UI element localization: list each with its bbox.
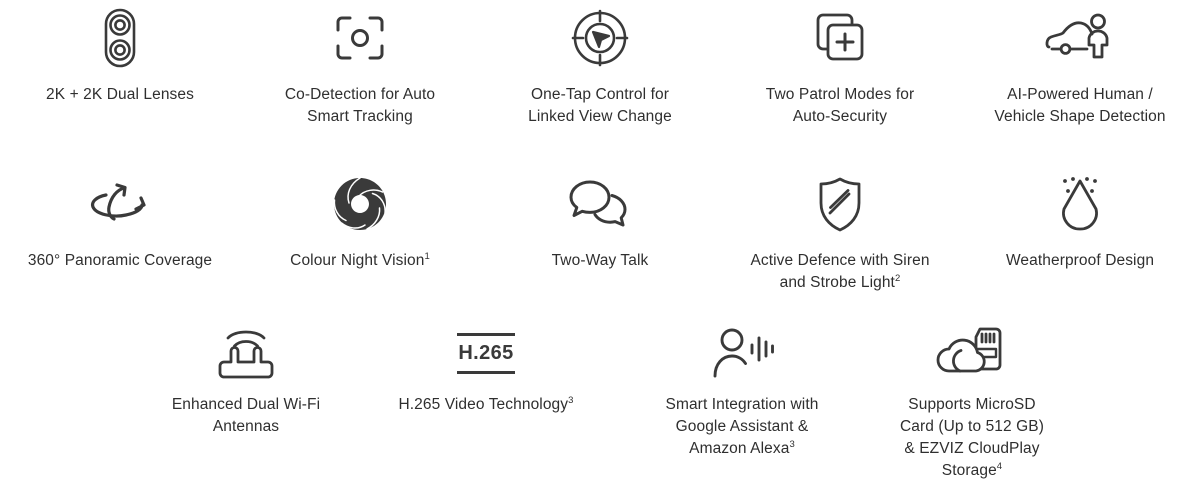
cloud-sdcard-icon (936, 324, 1008, 382)
h265-rule-top (457, 332, 515, 336)
focus-frame-icon (331, 6, 389, 70)
feature-label: Enhanced Dual Wi-Fi Antennas (171, 396, 321, 435)
feature-label: Co-Detection for Auto Smart Tracking (284, 86, 436, 125)
feature-label: One-Tap Control for Linked View Change (528, 86, 672, 125)
feature-item-colour-night-vision: Colour Night Vision1 (240, 172, 480, 272)
footnote-marker: 4 (996, 460, 1003, 472)
feature-item-dual-lenses: 2K + 2K Dual Lenses (0, 6, 240, 106)
feature-label: 360° Panoramic Coverage (27, 252, 213, 269)
shield-slash-icon (815, 172, 865, 236)
h265-badge-text: H.265 (458, 341, 514, 364)
feature-item-two-way-talk: Two-Way Talk (480, 172, 720, 272)
feature-item-wifi-antennas: Enhanced Dual Wi-Fi Antennas (126, 324, 366, 438)
feature-item-one-tap-control: One-Tap Control for Linked View Change (480, 6, 720, 128)
feature-item-ai-detection: AI-Powered Human / Vehicle Shape Detecti… (960, 6, 1200, 128)
feature-item-weatherproof: Weatherproof Design (960, 172, 1200, 272)
feature-label: Colour Night Vision1 (290, 250, 430, 269)
feature-label: H.265 Video Technology3 (398, 394, 574, 413)
car-person-icon (1043, 6, 1117, 70)
rotate-360-icon (84, 172, 156, 236)
footnote-marker: 1 (424, 250, 430, 262)
dual-lens-icon (96, 6, 144, 70)
footnote-marker: 3 (789, 438, 795, 450)
footnote-marker: 3 (568, 394, 574, 406)
feature-label: Active Defence with Siren and Strobe Lig… (750, 252, 930, 291)
feature-item-h265: H.265 H.265 Video Technology3 (366, 324, 606, 416)
feature-label: Supports MicroSD Card (Up to 512 GB) & E… (899, 396, 1045, 479)
feature-label: Two-Way Talk (551, 252, 649, 269)
speech-bubbles-icon (568, 172, 632, 236)
h265-badge-icon: H.265 (457, 324, 515, 382)
feature-item-active-defence: Active Defence with Siren and Strobe Lig… (720, 172, 960, 294)
feature-label: Two Patrol Modes for Auto-Security (765, 86, 915, 125)
feature-item-patrol-modes: Two Patrol Modes for Auto-Security (720, 6, 960, 128)
feature-item-microsd-cloud: Supports MicroSD Card (Up to 512 GB) & E… (852, 324, 1092, 482)
two-cards-plus-icon (812, 6, 868, 70)
voice-assistant-icon (708, 324, 776, 382)
feature-label: Weatherproof Design (1005, 252, 1155, 269)
feature-label: AI-Powered Human / Vehicle Shape Detecti… (994, 86, 1166, 125)
crosshair-pointer-icon (571, 6, 629, 70)
feature-item-smart-integration: Smart Integration with Google Assistant … (622, 324, 862, 460)
h265-rule-bottom (457, 370, 515, 374)
water-drop-icon (1048, 172, 1112, 236)
feature-item-co-detection: Co-Detection for Auto Smart Tracking (240, 6, 480, 128)
aperture-icon (331, 172, 389, 236)
feature-item-360-panoramic: 360° Panoramic Coverage (0, 172, 240, 272)
wifi-router-antennas-icon (215, 324, 277, 382)
feature-label: 2K + 2K Dual Lenses (46, 86, 194, 103)
feature-label: Smart Integration with Google Assistant … (665, 396, 819, 457)
footnote-marker: 2 (894, 272, 901, 284)
